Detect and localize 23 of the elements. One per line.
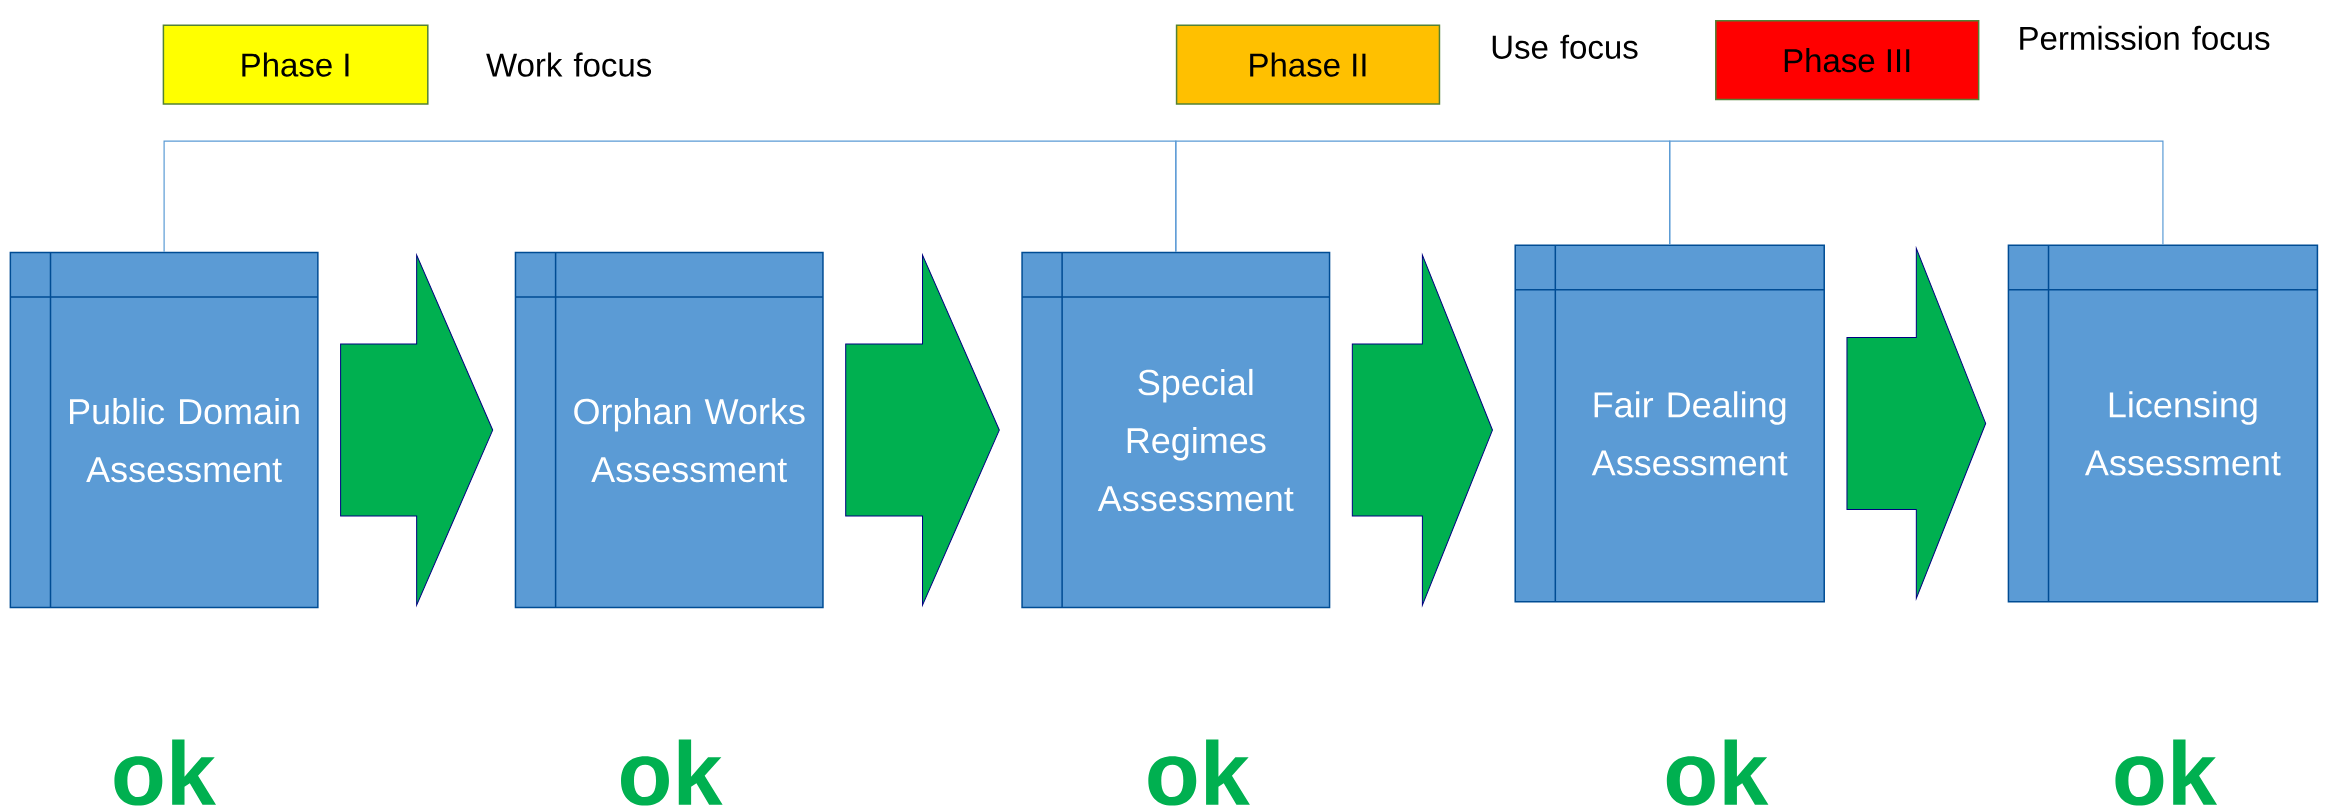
storage-box: Special Regimes Assessment	[1021, 251, 1331, 609]
phase-note: Work focus	[486, 52, 652, 77]
connector-line	[163, 140, 1177, 253]
status-label: ok	[1666, 739, 1769, 806]
status-label: ok	[2115, 739, 2218, 806]
phase-note: Permission focus	[2020, 25, 2270, 51]
storage-box: Licensing Assessment	[2007, 244, 2319, 603]
phase-box: Phase II	[1175, 24, 1441, 105]
phase-note: Use focus	[1492, 34, 1638, 59]
storage-box: Public Domain Assessment	[9, 251, 319, 609]
connector-line	[1669, 140, 2164, 245]
status-label: ok	[621, 739, 723, 806]
storage-box: Orphan Works Assessment	[514, 251, 824, 609]
block-arrow	[1846, 247, 1987, 599]
block-arrow	[845, 254, 1000, 606]
status-label: ok	[1148, 739, 1250, 806]
status-label: ok	[114, 739, 216, 806]
phase-box: Phase III	[1715, 20, 1980, 101]
phase-box: Phase I	[162, 24, 429, 105]
connector-line	[1175, 140, 1671, 253]
storage-box: Fair Dealing Assessment	[1514, 244, 1825, 603]
block-arrow	[1351, 254, 1493, 606]
block-arrow	[340, 254, 494, 606]
